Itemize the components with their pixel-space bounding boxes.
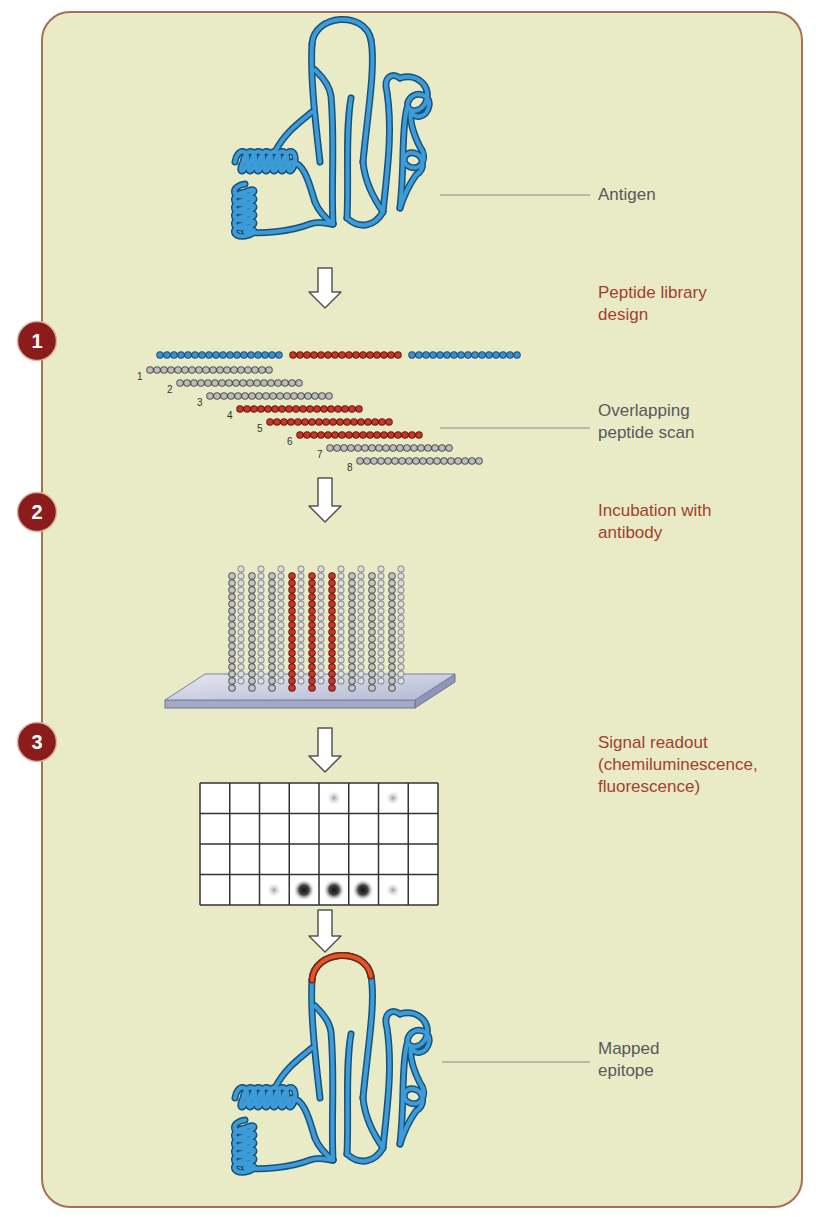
circle-fill — [18, 723, 57, 762]
peptide-number: 8 — [347, 462, 353, 473]
signal-spot — [266, 882, 282, 898]
callout-label: Antigen — [598, 184, 748, 206]
peptide-number: 2 — [167, 384, 173, 395]
step-circle: 3 — [16, 721, 58, 763]
peptide-grey — [150, 370, 486, 461]
signal-spot — [323, 879, 345, 901]
step-number: 2 — [31, 501, 42, 523]
sequence-red — [293, 352, 405, 358]
block-arrow — [309, 268, 341, 308]
column-outline — [232, 569, 392, 688]
signal-spot — [293, 879, 315, 901]
block-arrow — [309, 728, 341, 772]
peptide-red — [240, 409, 426, 435]
sequence-outline — [293, 351, 405, 359]
step-label: Signal readout (chemiluminescence, fluor… — [598, 732, 783, 798]
column-red — [292, 569, 332, 688]
mapped-protein — [235, 955, 430, 1172]
grid-lines — [200, 783, 438, 905]
plate-front — [165, 700, 415, 708]
signal-spot — [385, 790, 401, 806]
peptide-library — [150, 355, 524, 461]
peptide-number: 6 — [287, 436, 293, 447]
leader-line — [442, 1061, 590, 1062]
panel — [42, 12, 802, 1207]
sequence-outline — [160, 351, 524, 359]
peptide-outline — [240, 409, 426, 435]
ribbon-fill — [235, 19, 430, 236]
peptide-number: 7 — [317, 449, 323, 460]
circle-fill — [18, 493, 57, 532]
column-grey — [232, 569, 392, 688]
step-number: 1 — [31, 330, 42, 352]
column-outline — [292, 569, 332, 688]
signal-spot — [326, 790, 342, 806]
step-circle: 2 — [16, 491, 58, 533]
peptide-array — [165, 562, 455, 708]
ribbon-outline — [235, 19, 430, 236]
leader-line — [440, 427, 590, 428]
signal-spot — [352, 879, 374, 901]
epitope-loop — [312, 955, 371, 980]
ribbon-fill — [235, 955, 430, 1172]
peptide-outline — [150, 370, 486, 461]
step-label: Peptide library design — [598, 282, 748, 326]
circle-fill — [18, 322, 57, 361]
step-label: Incubation with antibody — [598, 500, 748, 544]
antigen-protein — [235, 19, 430, 236]
callout-label: Overlapping peptide scan — [598, 400, 738, 444]
peptide-number: 3 — [197, 397, 203, 408]
ribbon-outline — [235, 955, 430, 1172]
signal-grid — [200, 783, 438, 905]
block-arrow — [309, 910, 341, 952]
column-outline — [241, 562, 401, 681]
column-back — [241, 562, 401, 681]
sequence-blue — [160, 352, 524, 358]
leader-line — [440, 194, 590, 195]
callout-label: Mapped epitope — [598, 1038, 678, 1082]
signal-spot — [385, 882, 401, 898]
peptide-number: 5 — [257, 423, 263, 434]
peptide-number: 4 — [227, 410, 233, 421]
block-arrow — [309, 478, 341, 522]
peptide-number: 1 — [137, 371, 143, 382]
step-circle: 1 — [16, 320, 58, 362]
epitope-outline — [312, 955, 371, 980]
step-number: 3 — [31, 731, 42, 753]
grid-ground — [200, 783, 438, 905]
